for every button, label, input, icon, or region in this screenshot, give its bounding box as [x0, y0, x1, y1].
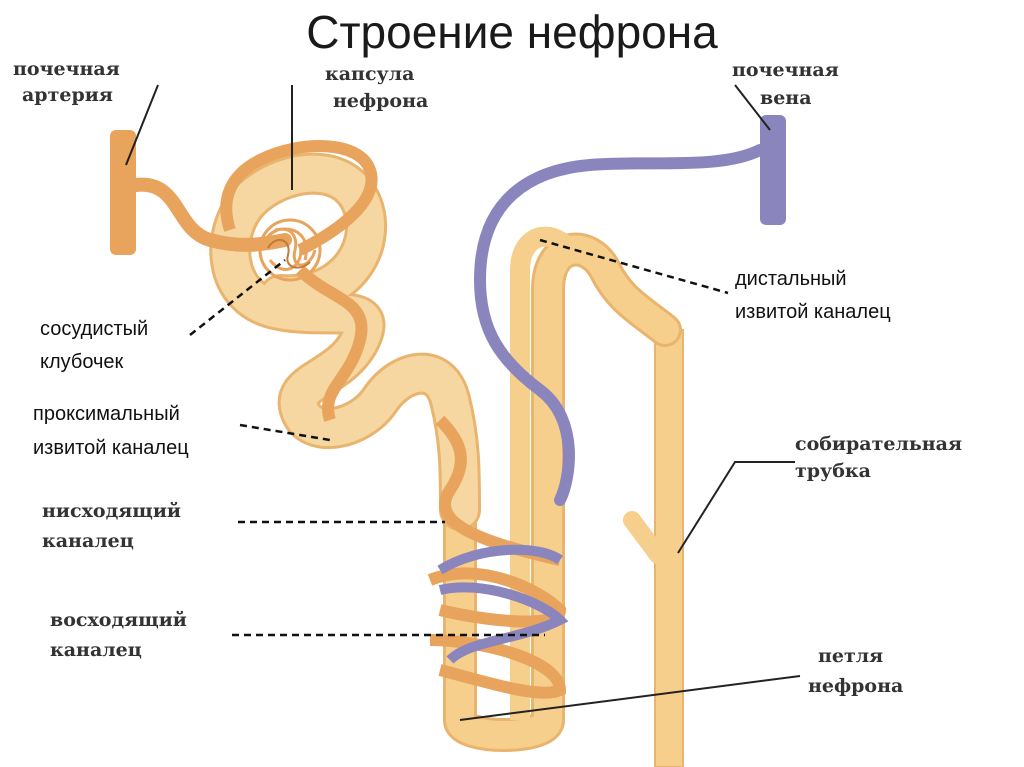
glomerulus: [258, 218, 322, 282]
svg-text:каналец: каналец: [50, 639, 142, 661]
collecting-duct: [623, 329, 684, 767]
svg-text:сосудистый: сосудистый: [40, 318, 148, 340]
svg-text:клубочек: клубочек: [40, 351, 124, 373]
svg-text:артерия: артерия: [22, 84, 113, 106]
svg-text:почечная: почечная: [732, 59, 839, 81]
label-loop: петля нефрона: [808, 645, 903, 697]
svg-text:почечная: почечная: [13, 58, 120, 80]
label-glomerulus: сосудистый клубочек: [40, 318, 148, 373]
svg-text:трубка: трубка: [795, 460, 871, 482]
svg-text:капсула: капсула: [325, 63, 414, 85]
svg-text:вена: вена: [760, 87, 812, 109]
svg-text:каналец: каналец: [42, 530, 134, 552]
svg-text:проксимальный: проксимальный: [33, 403, 180, 425]
label-collecting: собирательная трубка: [795, 433, 962, 482]
svg-text:восходящий: восходящий: [50, 609, 187, 631]
label-renal-vein: почечная вена: [732, 59, 839, 109]
leader-lines: [125, 84, 801, 721]
svg-text:извитой каналец: извитой каналец: [735, 301, 891, 323]
label-distal: дистальный извитой каналец: [735, 268, 891, 323]
label-capsule: капсула нефрона: [325, 63, 428, 112]
label-ascending: восходящий каналец: [50, 609, 187, 661]
svg-text:собирательная: собирательная: [795, 433, 962, 455]
page-title: Строение нефрона: [306, 6, 718, 58]
svg-text:петля: петля: [818, 645, 883, 667]
label-renal-artery: почечная артерия: [13, 58, 120, 106]
svg-text:нефрона: нефрона: [808, 675, 903, 697]
label-descending: нисходящий каналец: [42, 500, 181, 552]
svg-text:дистальный: дистальный: [735, 268, 847, 290]
renal-vein: [437, 115, 786, 664]
svg-text:нисходящий: нисходящий: [42, 500, 181, 522]
label-proximal: проксимальный извитой каналец: [33, 403, 189, 459]
svg-text:извитой каналец: извитой каналец: [33, 437, 189, 459]
svg-text:нефрона: нефрона: [333, 90, 428, 112]
